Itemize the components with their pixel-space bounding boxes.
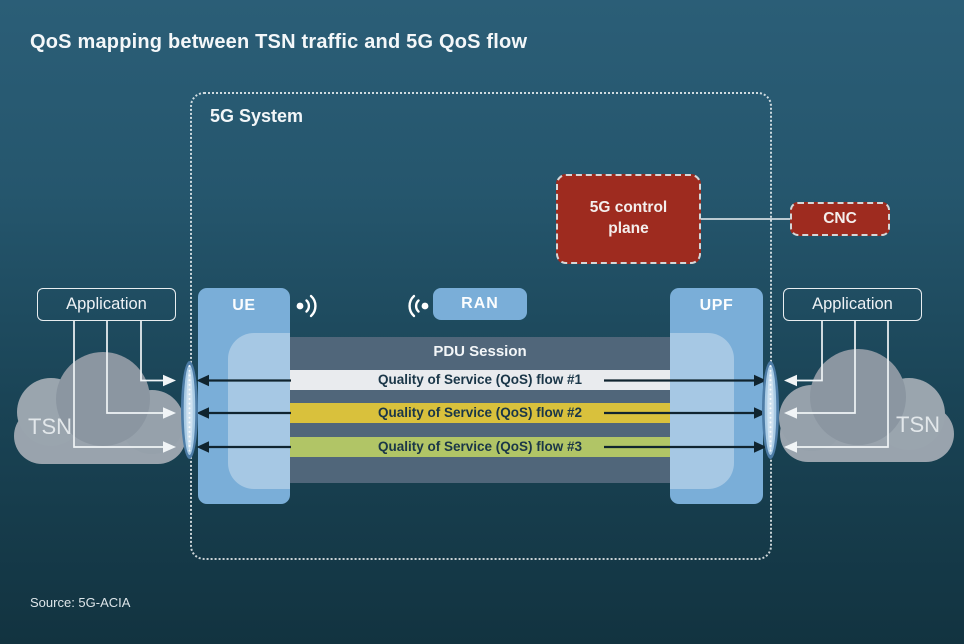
tsn-cloud-right xyxy=(779,349,954,462)
qos-flow-1-stripe: Quality of Service (QoS) flow #1 xyxy=(290,370,670,390)
5g-control-plane-node: 5G control plane xyxy=(556,174,701,264)
ue-label: UE xyxy=(232,297,256,314)
cnc-label: CNC xyxy=(823,210,857,227)
pdu-session-label: PDU Session xyxy=(433,343,527,360)
application-right-label: Application xyxy=(812,295,893,313)
upf-node: UPF xyxy=(670,288,763,504)
5g-system-boundary xyxy=(190,92,772,560)
cnc-node: CNC xyxy=(790,202,890,236)
application-box-left: Application xyxy=(37,288,176,321)
upf-label: UPF xyxy=(699,297,734,314)
tsn-label-right: TSN xyxy=(896,412,940,437)
application-arrows-right xyxy=(784,321,889,453)
ue-inner-panel xyxy=(228,333,290,489)
application-arrows-left xyxy=(73,321,176,453)
5g-system-label: 5G System xyxy=(210,106,304,126)
tsn-label-left: TSN xyxy=(28,414,72,439)
application-box-right: Application xyxy=(783,288,922,321)
qos-flow-3-stripe: Quality of Service (QoS) flow #3 xyxy=(290,437,670,457)
5g-control-plane-label: 5G control plane xyxy=(589,199,668,237)
ue-node: UE xyxy=(198,288,290,504)
application-left-label: Application xyxy=(66,295,147,313)
upf-inner-panel xyxy=(670,333,734,489)
ran-node: RAN xyxy=(433,288,527,320)
qos-flow-2-stripe: Quality of Service (QoS) flow #2 xyxy=(290,403,670,423)
ran-label: RAN xyxy=(461,295,499,312)
page-title: QoS mapping between TSN traffic and 5G Q… xyxy=(30,31,528,53)
tsn-cloud-left xyxy=(14,352,186,464)
source-credit: Source: 5G-ACIA xyxy=(30,595,131,610)
